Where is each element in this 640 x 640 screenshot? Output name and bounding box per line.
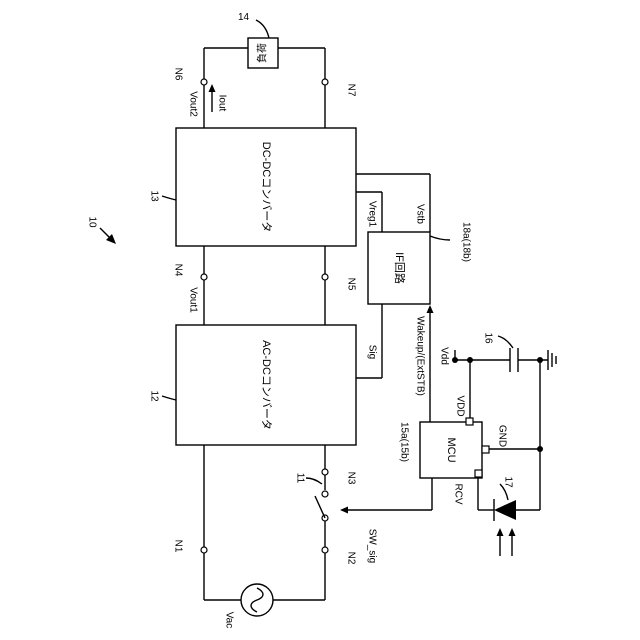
mcu-pin-vdd-label: VDD bbox=[454, 395, 465, 416]
capacitor-leader bbox=[498, 336, 513, 348]
if-circuit-label: IF回路 bbox=[393, 252, 406, 284]
node-n2-terminal bbox=[322, 547, 328, 553]
load-ref: 14 bbox=[238, 12, 250, 23]
node-n4-terminal bbox=[201, 274, 207, 280]
if-leader bbox=[430, 236, 450, 240]
mcu-pin-rcv-label: RCV bbox=[452, 483, 463, 504]
node-n7-label: N7 bbox=[345, 84, 356, 97]
wakeup-label: Wakeup/(ExtSTB) bbox=[414, 316, 425, 396]
node-n3-terminal bbox=[322, 469, 328, 475]
acdc-leader bbox=[162, 396, 176, 400]
light-arrow-1-icon bbox=[497, 528, 504, 536]
node-n6-terminal bbox=[201, 79, 207, 85]
mcu-pin-vdd bbox=[466, 418, 473, 425]
vout2-label: Vout2 bbox=[187, 91, 198, 117]
vreg1-label: Vreg1 bbox=[366, 201, 377, 228]
vout1-label: Vout1 bbox=[187, 287, 198, 313]
mcu-ref: 15a(15b) bbox=[398, 422, 409, 462]
iout-arrow-head bbox=[209, 84, 216, 92]
if-ref: 18a(18b) bbox=[460, 222, 471, 262]
vac-label: Vac bbox=[223, 612, 234, 629]
sw-sig-label: SW_sig bbox=[366, 529, 377, 563]
vdd-label: Vdd bbox=[438, 347, 449, 365]
switch-blade bbox=[315, 496, 325, 518]
mcu-label: MCU bbox=[445, 437, 457, 462]
node-n1-label: N1 bbox=[172, 540, 183, 553]
acdc-converter-label: AC-DCコンバータ bbox=[260, 340, 273, 430]
sw-sig-arrow-head bbox=[340, 507, 348, 514]
dcdc-leader bbox=[162, 196, 176, 200]
ac-source-sine-icon bbox=[251, 588, 263, 612]
node-n5-terminal bbox=[322, 274, 328, 280]
sig-label: Sig bbox=[366, 345, 377, 359]
node-n1-terminal bbox=[201, 547, 207, 553]
wakeup-arrow-head bbox=[427, 305, 434, 313]
photodiode-ref: 17 bbox=[502, 476, 513, 488]
photodiode-icon bbox=[494, 500, 516, 520]
load-label: 負荷 bbox=[257, 43, 269, 63]
light-arrow-2-icon bbox=[509, 528, 516, 536]
load-leader bbox=[256, 20, 269, 38]
acdc-ref: 12 bbox=[148, 390, 159, 402]
node-n6-label: N6 bbox=[172, 68, 183, 81]
capacitor-ref: 16 bbox=[482, 332, 493, 344]
switch-contact-top bbox=[322, 491, 328, 497]
dcdc-ref: 13 bbox=[148, 190, 159, 202]
mcu-pin-gnd-label: GND bbox=[496, 425, 507, 447]
node-n5-label: N5 bbox=[345, 278, 356, 291]
mcu-pin-gnd bbox=[482, 446, 489, 453]
node-n7-terminal bbox=[322, 79, 328, 85]
dcdc-converter-label: DC-DCコンバータ bbox=[260, 142, 273, 232]
switch-ref: 11 bbox=[294, 473, 305, 484]
mcu-pin-rcv bbox=[475, 470, 482, 477]
switch-leader bbox=[306, 478, 322, 484]
vdd-junction bbox=[467, 357, 473, 363]
node-n4-label: N4 bbox=[172, 264, 183, 277]
iout-label: Iout bbox=[216, 95, 227, 112]
gnd-junction bbox=[537, 446, 543, 452]
figure-ref: 10 bbox=[86, 216, 97, 228]
node-n3-label: N3 bbox=[345, 472, 356, 485]
vstb-label: Vstb bbox=[414, 204, 425, 224]
node-n2-label: N2 bbox=[345, 552, 356, 565]
